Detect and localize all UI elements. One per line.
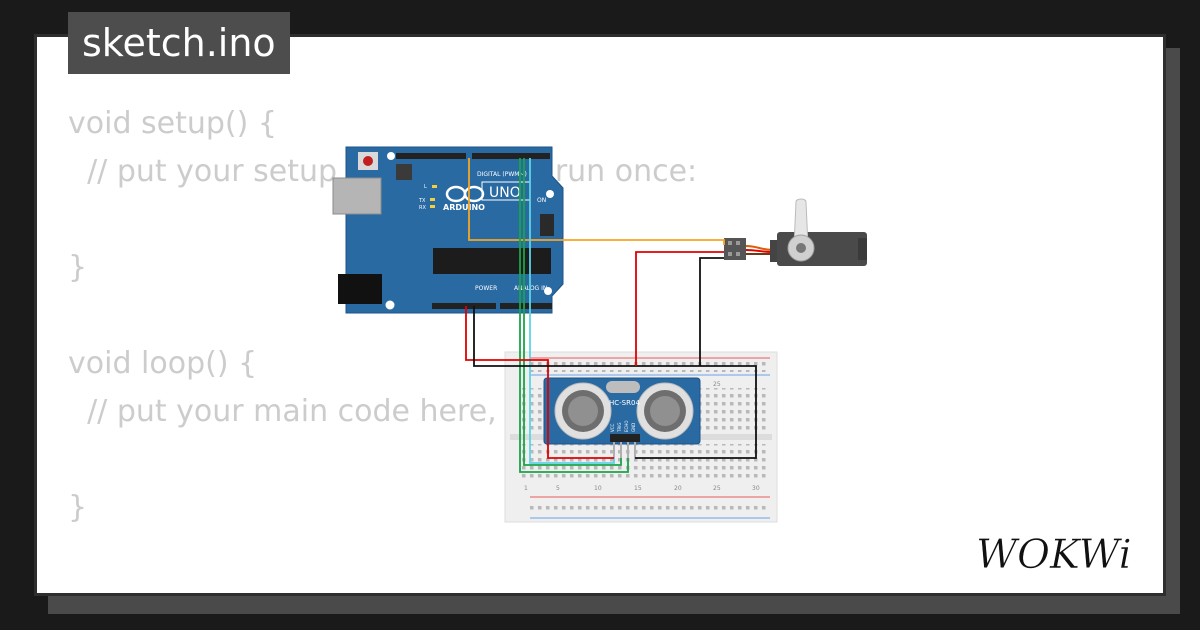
wires[interactable]: [465, 158, 757, 473]
breadboard-col-label: 20: [674, 485, 682, 492]
wire-green-2[interactable]: [523, 158, 622, 466]
code-line: }: [68, 250, 88, 285]
usb-port: [332, 177, 382, 215]
breadboard-top-label: 25: [713, 381, 721, 388]
code-line: void loop() {: [68, 346, 258, 381]
sensor-pin-label: ECHO: [624, 421, 629, 432]
wire-signal-orange[interactable]: [468, 158, 725, 245]
ultrasonic-sensor[interactable]: HC-SR04 VCC TRIG ECHO GND: [543, 377, 701, 458]
servo-motor[interactable]: [724, 198, 867, 266]
sensor-pin-label: VCC: [610, 423, 615, 432]
breadboard-col-label: 15: [634, 485, 642, 492]
power-jack: [338, 274, 382, 304]
breadboard-col-label: 30: [752, 485, 760, 492]
wire-5v-red[interactable]: [465, 306, 614, 459]
breadboard-col-label: 5: [556, 485, 560, 492]
sensor-pin-label: GND: [631, 423, 636, 432]
svg-text:WOKWi: WOKWi: [976, 532, 1132, 578]
wire-cyan[interactable]: [529, 158, 615, 464]
on-led-label: ON: [537, 197, 546, 204]
led-label: RX: [419, 205, 426, 211]
breadboard-col-label: 10: [594, 485, 602, 492]
power-header-label: POWER: [475, 285, 497, 292]
wokwi-logo-icon: WOKWi: [976, 532, 1132, 579]
reset-button[interactable]: [363, 156, 373, 166]
breadboard-col-label: 25: [713, 485, 721, 492]
board-brand: ARDUINO: [443, 203, 485, 212]
wire-green[interactable]: [519, 158, 629, 473]
wire-gnd-black[interactable]: [473, 306, 757, 459]
led-label: TX: [418, 198, 426, 204]
sensor-model-label: HC-SR04: [609, 399, 640, 407]
digital-header-label: DIGITAL (PWM~): [477, 171, 527, 178]
wire-servo-red[interactable]: [635, 251, 724, 366]
board-name: UNO: [489, 185, 521, 201]
code-line: }: [68, 490, 88, 525]
breadboard-col-label: 1: [524, 485, 528, 492]
sensor-pin-label: TRIG: [617, 422, 622, 433]
arduino-uno[interactable]: UNO ARDUINO DIGITAL (PWM~) POWER ANALOG …: [332, 146, 564, 314]
microcontroller-chip: [433, 248, 551, 274]
led-label: L: [424, 184, 427, 190]
file-tab[interactable]: sketch.ino: [68, 12, 290, 74]
servo-connector: [724, 238, 746, 260]
code-line: void setup() {: [68, 106, 277, 141]
wire-servo-black[interactable]: [699, 257, 724, 366]
